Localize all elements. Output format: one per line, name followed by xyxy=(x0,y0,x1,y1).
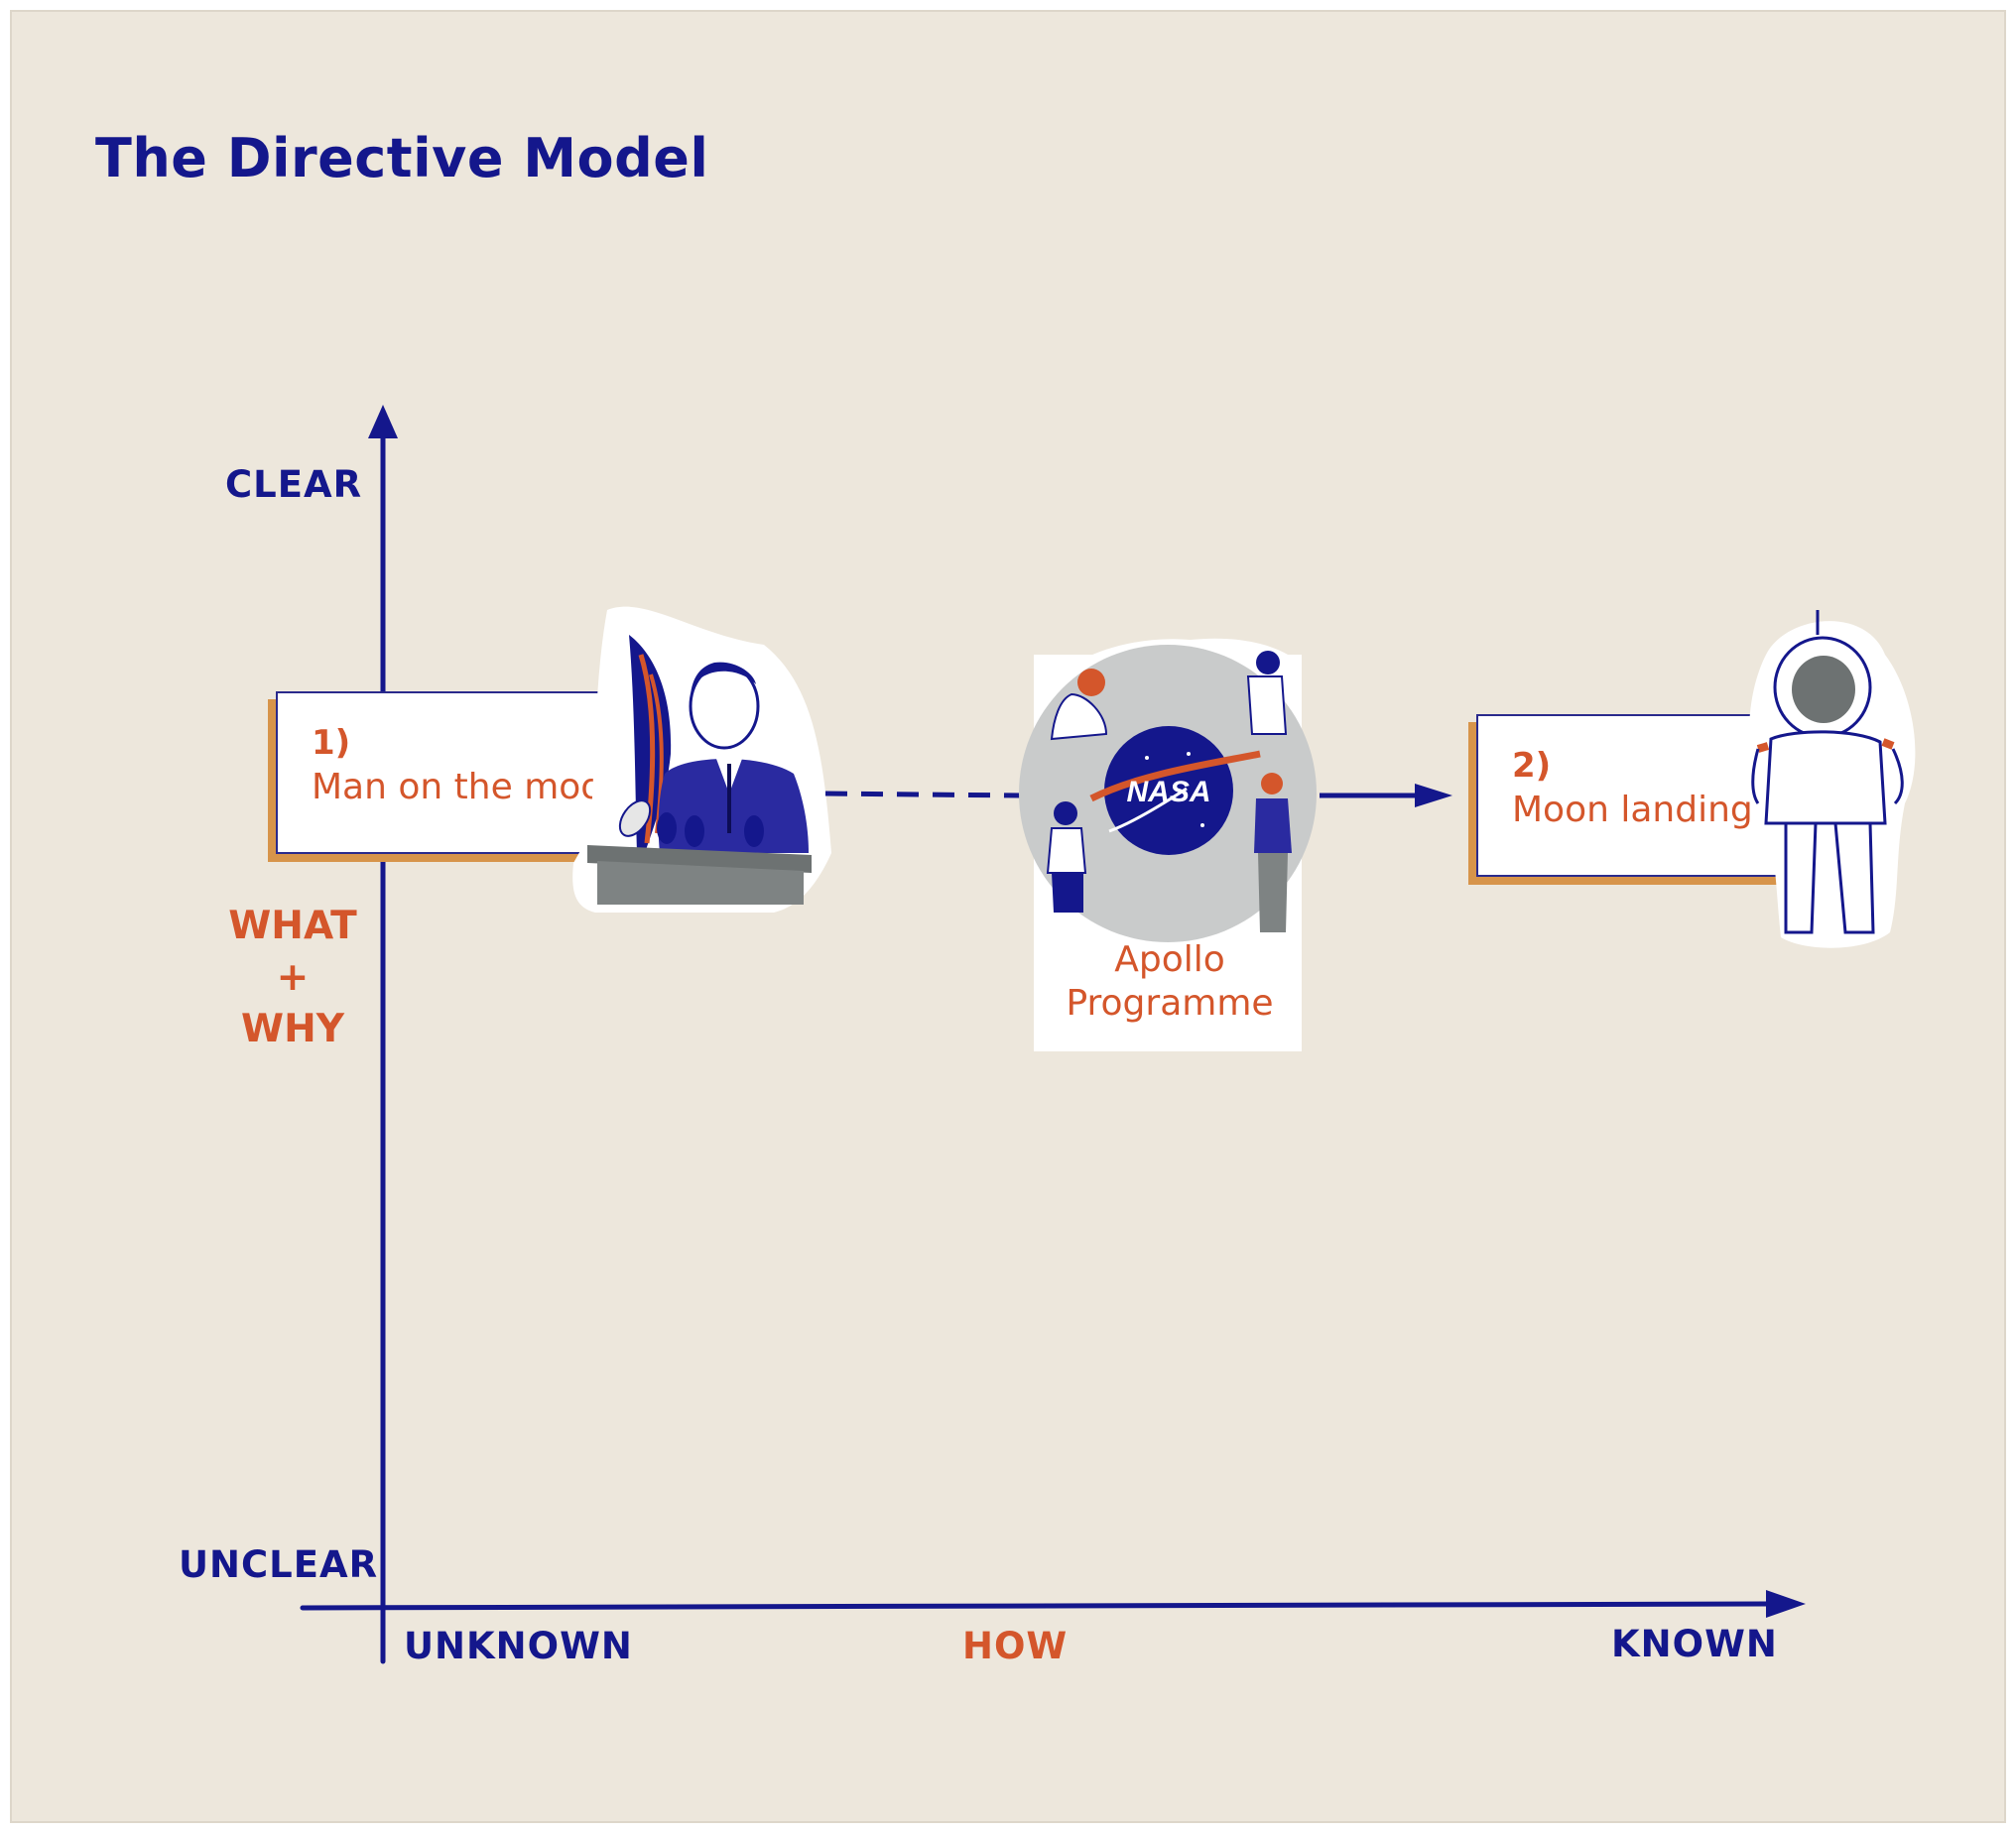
x-axis-arrowhead xyxy=(1766,1590,1806,1618)
x-axis-right-label: KNOWN xyxy=(1611,1623,1778,1665)
diagram-canvas xyxy=(10,10,2006,1823)
node-label: Man on the moon xyxy=(312,767,626,807)
node-moon-landing: 2) Moon landing xyxy=(1476,714,1798,877)
speaker-illustration xyxy=(572,606,831,913)
apollo-illustration: NASA xyxy=(1019,638,1317,1051)
dashed-connector xyxy=(824,791,1023,798)
connector-arrowhead xyxy=(1415,784,1452,807)
astronaut-illustration xyxy=(1749,610,1916,948)
apollo-label: Apollo Programme xyxy=(1036,938,1304,1026)
node-number: 2) xyxy=(1512,746,1552,786)
apollo-label-line2: Programme xyxy=(1066,983,1274,1024)
nasa-logo-text: NASA xyxy=(1126,776,1210,808)
y-axis-bottom-label: UNCLEAR xyxy=(179,1543,379,1586)
page-title: The Directive Model xyxy=(95,127,709,189)
x-axis-title: HOW xyxy=(962,1625,1069,1667)
x-axis-left-label: UNKNOWN xyxy=(404,1625,633,1667)
node-number: 1) xyxy=(312,723,351,763)
y-axis-title: WHAT + WHY xyxy=(193,901,392,1055)
y-axis-arrowhead xyxy=(368,405,398,438)
apollo-label-line1: Apollo xyxy=(1114,939,1225,980)
x-axis-line xyxy=(300,1601,1779,1611)
node-label: Moon landing xyxy=(1512,790,1753,830)
y-axis-title-plus: + xyxy=(276,955,310,1000)
y-axis-title-what: WHAT xyxy=(228,904,357,948)
y-axis-top-label: CLEAR xyxy=(225,463,363,506)
y-axis-title-why: WHY xyxy=(241,1007,344,1051)
